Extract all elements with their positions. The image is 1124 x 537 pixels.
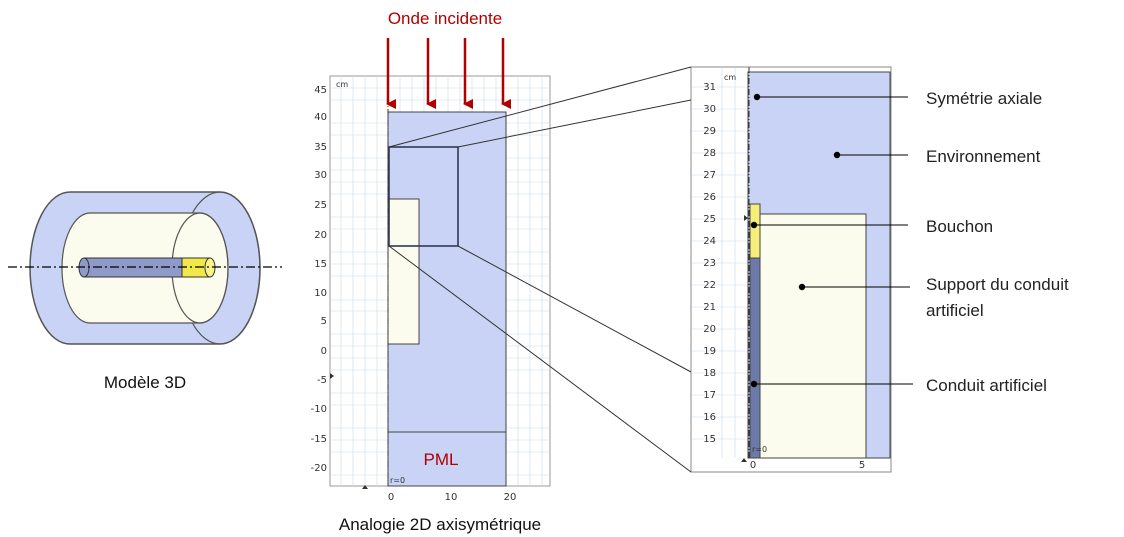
pml-label: PML [424,450,459,469]
y-tick: 30 [703,104,716,115]
zoom-connectors [388,66,692,473]
caption-2d: Analogie 2D axisymétrique [339,515,541,534]
x-tick: 0 [388,492,394,503]
y-tick: 15 [703,434,716,445]
label-conduit: Conduit artificiel [926,376,1047,395]
incident-wave-label: Onde incidente [388,9,502,28]
label-environment: Environnement [926,147,1041,166]
unit-label-zoom: cm [724,73,736,82]
x-tick: 5 [859,460,865,471]
support-domain-zoom [759,213,867,459]
conduit-zoom [749,257,761,459]
y-tick: 22 [703,280,716,291]
x-tick: 10 [445,492,458,503]
y-tick: 29 [703,126,716,137]
y-tick: 35 [314,142,327,153]
y-tick: 20 [703,324,716,335]
r0-label-middle: r=0 [390,476,405,485]
y-tick: -15 [311,434,327,445]
plug-zoom [749,203,761,259]
axis-marker-zoom [744,215,748,221]
y-tick: 28 [703,148,716,159]
y-tick: 24 [703,236,716,247]
label-plug: Bouchon [926,217,993,236]
r0-label-zoom: r=0 [752,445,767,454]
y-tick: 17 [703,390,716,401]
unit-label-middle: cm [336,80,348,89]
support-domain-2d [387,198,420,345]
label-support-line2: artificiel [926,301,984,320]
label-symmetry: Symétrie axiale [926,89,1042,108]
middle-x-axis: 0 10 20 [388,492,517,503]
x-tick: 20 [504,492,517,503]
y-tick: 25 [314,200,327,211]
y-tick: 18 [703,368,716,379]
y-tick: 19 [703,346,716,357]
y-tick: 21 [703,302,716,313]
middle-y-axis: 45 40 35 30 25 20 15 10 5 0 -5 -10 -15 -… [311,85,327,474]
y-tick: 25 [703,214,716,225]
y-tick: 16 [703,412,716,423]
incident-wave-arrows [386,38,511,109]
y-tick: -20 [311,463,327,474]
caption-3d: Modèle 3D [104,373,186,392]
zoom-x-axis: 0 5 [750,460,865,471]
axis-marker-bottom [362,485,368,489]
y-tick: 40 [314,112,327,123]
y-tick: 31 [703,82,716,93]
y-tick: 23 [703,258,716,269]
y-tick: 15 [314,259,327,270]
y-tick: -5 [317,375,327,386]
label-support-line1: Support du conduit [926,275,1069,294]
zoom-grid [691,67,748,458]
y-tick: 5 [321,316,327,327]
zoom-y-axis: 31 30 29 28 27 26 25 24 23 22 21 20 19 1… [703,82,716,445]
y-tick: 26 [703,192,716,203]
y-tick: 20 [314,230,327,241]
annotation-leaders [754,96,913,385]
zoom-region-box [388,146,459,247]
y-tick: -10 [311,404,327,415]
model-3d [8,191,282,345]
axis-marker-zoom-bottom [741,458,747,462]
y-tick: 10 [314,288,327,299]
axis-marker-left [330,373,334,379]
y-tick: 30 [314,170,327,181]
y-tick: 45 [314,85,327,96]
y-tick: 27 [703,170,716,181]
annotation-dots [750,93,841,388]
y-tick: 0 [321,346,327,357]
x-tick: 0 [750,460,756,471]
